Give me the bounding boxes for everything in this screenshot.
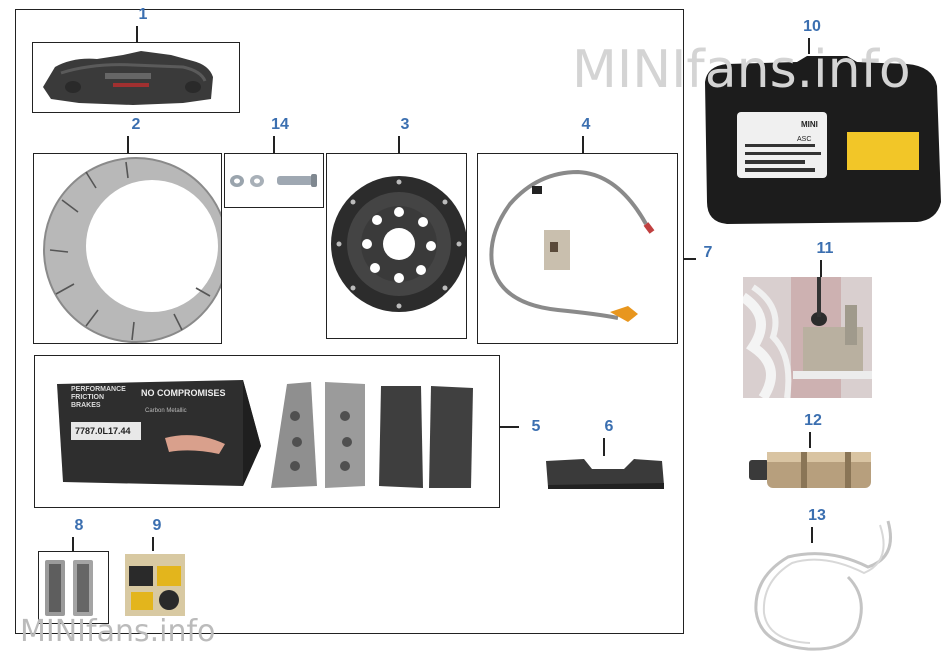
callout-8[interactable]: 8 [74,517,84,534]
callout-leader-12 [809,432,811,448]
disc-hat-box[interactable] [326,153,467,339]
brake-pads-box[interactable]: PERFORMANCE FRICTION BRAKES NO COMPROMIS… [34,355,500,508]
callout-1[interactable]: 1 [138,6,148,23]
control-module-code: ASC [797,136,812,143]
assembly-frame [15,9,684,634]
brake-disc-box[interactable] [33,153,222,344]
callout-leader-9 [152,537,154,551]
callout-10[interactable]: 10 [803,18,821,35]
sleeve-connector-image[interactable] [749,446,873,494]
control-module-brand: MINI [801,120,818,129]
callout-2[interactable]: 2 [131,116,141,133]
callout-4[interactable]: 4 [581,116,591,133]
callout-11[interactable]: 11 [816,240,834,257]
callout-leader-4 [582,136,584,153]
disc-hat-image [331,176,466,312]
wiring-harness-image[interactable] [748,517,900,657]
callout-leader-7 [684,258,696,260]
callout-leader-6 [603,438,605,456]
control-module[interactable]: MINI ASC [697,52,945,226]
brake-pads-image [57,380,473,488]
pad-box-brand: NO COMPROMISES [141,388,226,398]
pad-box-line2: FRICTION [71,394,105,401]
callout-3[interactable]: 3 [400,116,410,133]
pad-box-line1: PERFORMANCE [71,386,126,393]
callout-13[interactable]: 13 [808,507,826,524]
callout-leader-13 [811,527,813,543]
callout-12[interactable]: 12 [804,412,822,429]
callout-9[interactable]: 9 [152,517,162,534]
callout-14[interactable]: 14 [271,116,289,133]
pad-shims-image [45,560,93,616]
callout-leader-5 [499,426,519,428]
bolt-washer-image [230,174,317,187]
wear-sensor-box[interactable] [477,153,678,344]
callout-leader-1 [136,26,138,42]
sticker-set-image[interactable] [123,552,187,618]
caliper-box[interactable] [32,42,240,113]
brake-disc-image [43,157,221,343]
watermark-bottom: MINIfans.info [20,614,216,649]
pad-box-part-number: 7787.0L17.44 [75,426,131,436]
caliper-bracket-image[interactable] [544,455,666,491]
pad-box-subtitle: Carbon Metallic [145,408,187,414]
callout-leader-2 [127,136,129,153]
callout-7[interactable]: 7 [703,244,713,261]
callout-5[interactable]: 5 [531,418,541,435]
callout-leader-8 [72,537,74,551]
control-module-image [705,56,941,224]
hardware-box[interactable] [224,153,324,208]
pad-box-line3: BRAKES [71,402,101,409]
wear-sensor-image [489,169,655,322]
callout-leader-14 [273,136,275,153]
callout-leader-3 [398,136,400,153]
callout-leader-10 [808,38,810,54]
brake-caliper-image [43,51,213,105]
sensor-install-photo[interactable] [743,277,872,398]
callout-6[interactable]: 6 [604,418,614,435]
pad-shims-box[interactable] [38,551,109,624]
watermark-top: MINIfans.info [572,40,911,100]
